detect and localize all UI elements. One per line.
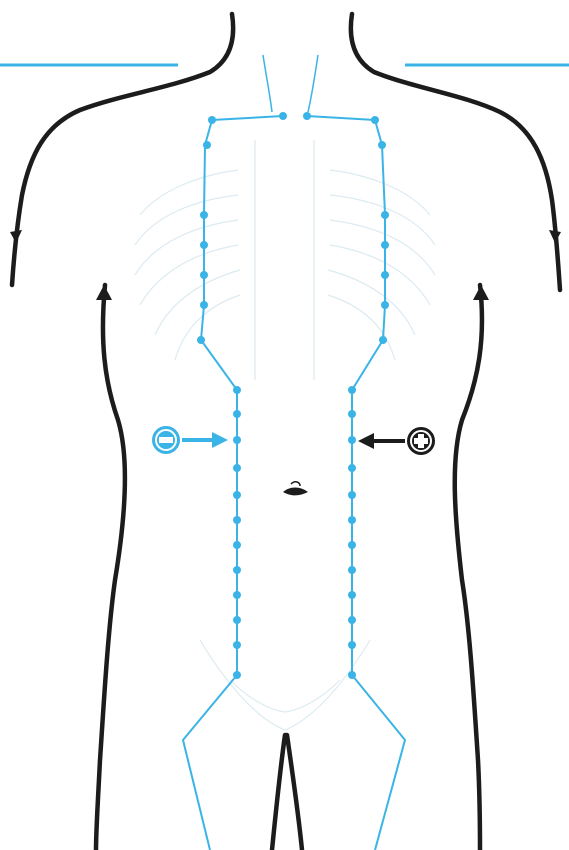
acupoint-left-lower-21 (233, 491, 241, 499)
acupoint-right-lower-30 (348, 436, 356, 444)
right-arm-arrow-icon (549, 230, 561, 243)
acupoint-right-upper-13 (381, 241, 389, 249)
acupoint-left-lower-19 (233, 436, 241, 444)
neck-lines (263, 55, 318, 112)
acupoint-left-upper-5 (200, 241, 208, 249)
acupoint-left-lower-24 (233, 566, 241, 574)
right-torso-arrow-icon (473, 285, 489, 300)
negative-arrow-head-icon (212, 432, 228, 448)
acupoint-right-lower-35 (348, 566, 356, 574)
acupoint-right-upper-11 (378, 141, 386, 149)
acupoint-left-lower-25 (233, 591, 241, 599)
left-meridian-line (183, 116, 283, 850)
left-arm-arrow-icon (10, 230, 22, 243)
acupoint-left-upper-8 (197, 336, 205, 344)
navel-mark (283, 482, 308, 496)
acupoint-right-upper-16 (379, 336, 387, 344)
positive-marker (358, 426, 436, 456)
acupoint-right-upper-17 (348, 386, 356, 394)
acupoint-left-lower-27 (233, 641, 241, 649)
acupoint-left-upper-9 (233, 386, 241, 394)
positive-arrow-head-icon (358, 433, 374, 449)
acupoint-left-lower-20 (233, 464, 241, 472)
acupoint-right-lower-36 (348, 591, 356, 599)
acupoint-right-upper-12 (381, 211, 389, 219)
acupoint-right-lower-33 (348, 516, 356, 524)
acupoint-left-lower-22 (233, 516, 241, 524)
acupoint-right-lower-39 (348, 671, 356, 679)
right-inner-leg-outline (287, 735, 302, 850)
acupoint-neck-right-1 (303, 112, 311, 120)
acupoint-left-lower-26 (233, 616, 241, 624)
acupoint-right-lower-31 (348, 464, 356, 472)
acupoint-left-upper-2 (208, 116, 216, 124)
acupoint-left-upper-6 (200, 271, 208, 279)
left-inner-leg-outline (272, 735, 285, 850)
left-torso-arrow-icon (96, 285, 112, 300)
left-shoulder-outline (12, 14, 233, 285)
acupoint-right-upper-14 (381, 271, 389, 279)
meridian-paths (183, 116, 405, 850)
acupoint-right-lower-37 (348, 616, 356, 624)
acupoint-neck-left-0 (279, 112, 287, 120)
acupoint-left-lower-23 (233, 541, 241, 549)
acupoint-right-lower-34 (348, 541, 356, 549)
negative-marker (151, 425, 228, 455)
acupoint-right-upper-10 (371, 116, 379, 124)
left-torso-outline (96, 285, 125, 850)
acupoint-left-upper-7 (200, 301, 208, 309)
acupoint-left-lower-18 (233, 410, 241, 418)
acupoint-left-upper-3 (203, 141, 211, 149)
acupoint-left-upper-4 (200, 211, 208, 219)
body-outline (12, 14, 560, 850)
acupoint-right-lower-29 (348, 410, 356, 418)
acupoint-right-lower-32 (348, 491, 356, 499)
acupoint-right-lower-38 (348, 641, 356, 649)
right-torso-outline (455, 285, 482, 850)
right-meridian-line (307, 116, 405, 850)
acupoint-right-upper-15 (381, 301, 389, 309)
acupoint-left-lower-28 (233, 671, 241, 679)
